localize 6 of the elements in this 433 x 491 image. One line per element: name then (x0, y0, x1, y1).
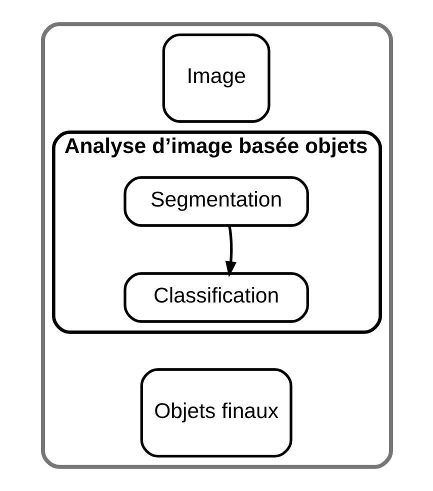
node-box: Classification (123, 272, 308, 323)
arrow (224, 226, 236, 278)
cluster (40, 22, 392, 469)
node-box: Image (162, 34, 270, 123)
node-box: Segmentation (123, 176, 308, 227)
node-box: Objets finaux (140, 368, 292, 458)
